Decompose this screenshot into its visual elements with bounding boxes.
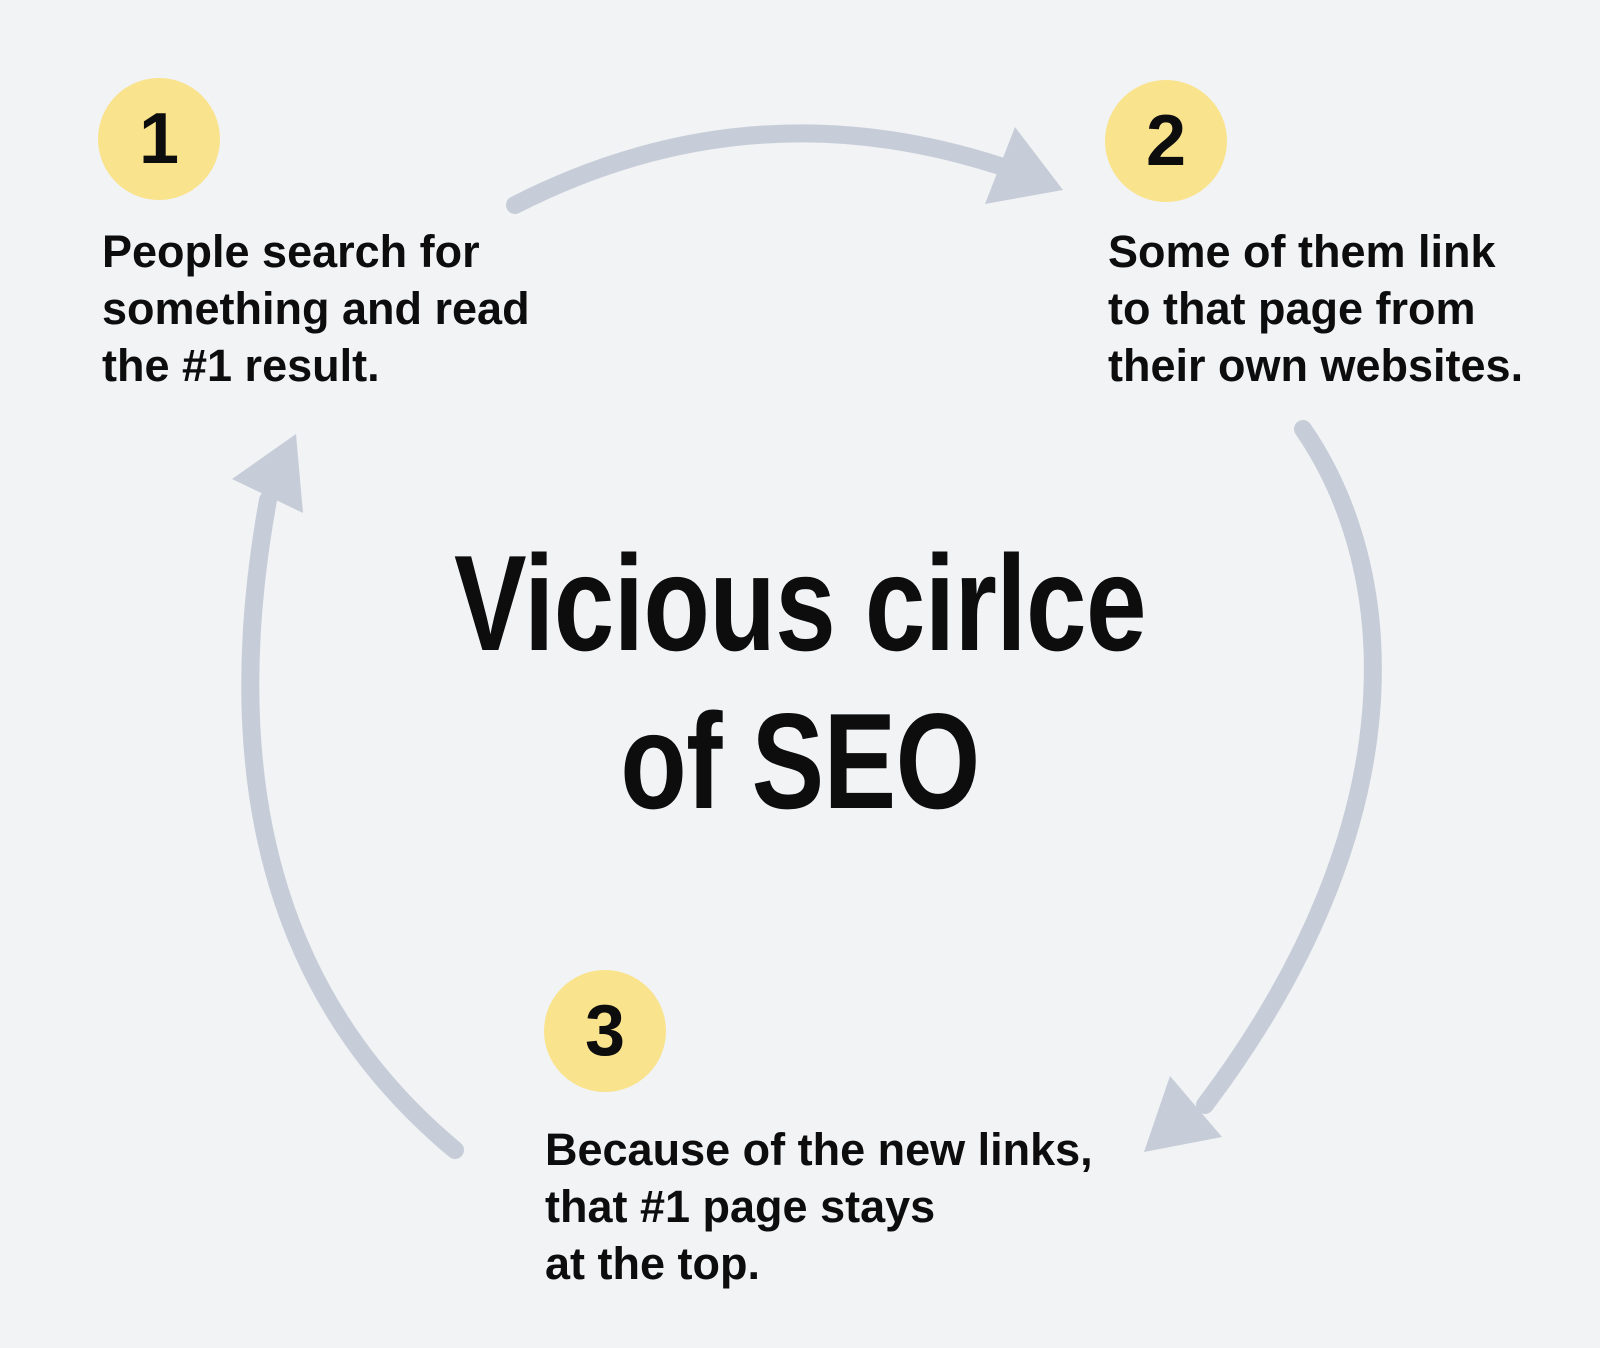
diagram-title: Vicious cirlce of SEO: [160, 524, 1440, 840]
step-3-line-1: Because of the new links,: [545, 1124, 1093, 1175]
arrow-3-to-1-head: [232, 434, 303, 513]
step-2-text: Some of them link to that page from thei…: [1108, 223, 1523, 394]
step-2-line-2: to that page from: [1108, 283, 1476, 334]
arrow-2-to-3-head: [1144, 1076, 1222, 1152]
arrow-3-to-1-shaft: [241, 491, 464, 1159]
step-1-number: 1: [138, 99, 180, 179]
step-1-text: People search for something and read the…: [102, 223, 530, 394]
diagram-title-line-1: Vicious cirlce: [454, 527, 1146, 679]
arrow-2-to-3-shaft: [1196, 420, 1382, 1114]
arrow-1-to-2-head: [985, 127, 1063, 204]
step-1-line-3: the #1 result.: [102, 340, 380, 391]
step-3-number-badge: 3: [544, 970, 666, 1092]
step-2-line-3: their own websites.: [1108, 340, 1524, 391]
arrow-2-to-3-icon: [1144, 420, 1382, 1152]
step-2-number-badge: 2: [1105, 80, 1227, 202]
arrow-3-to-1-icon: [232, 434, 464, 1159]
step-3-line-2: that #1 page stays: [545, 1181, 936, 1232]
step-2-number: 2: [1145, 101, 1187, 181]
step-1-line-1: People search for: [102, 226, 480, 277]
step-1-number-badge: 1: [98, 78, 220, 200]
step-3-text: Because of the new links, that #1 page s…: [545, 1121, 1093, 1292]
arrow-1-to-2-icon: [506, 124, 1063, 214]
step-3-line-3: at the top.: [545, 1238, 760, 1289]
step-1-line-2: something and read: [102, 283, 530, 334]
arrow-1-to-2-shaft: [506, 124, 1009, 214]
diagram-title-line-2: of SEO: [620, 685, 980, 837]
step-2-line-1: Some of them link: [1108, 226, 1496, 277]
step-3-number: 3: [584, 991, 626, 1071]
